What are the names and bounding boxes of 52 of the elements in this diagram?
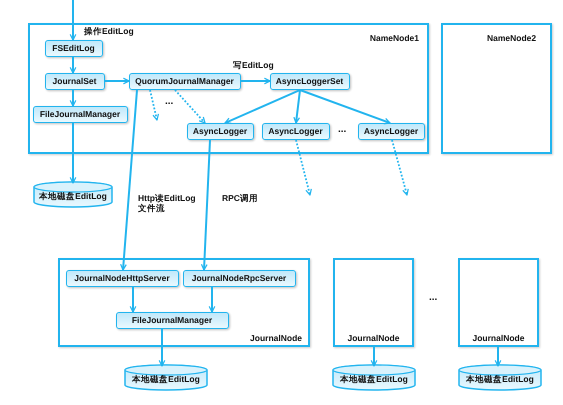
arrow (105, 78, 130, 84)
process-box: FileJournalManager (116, 312, 228, 328)
arrow (200, 140, 211, 271)
node-title: JournalNode (250, 333, 302, 343)
process-box: AsyncLogger (358, 122, 424, 140)
node-title: NameNode1 (370, 33, 419, 43)
disk-cylinder: 本地磁盘EditLog (458, 364, 542, 391)
container-box (441, 23, 552, 154)
ellipsis-label: ... (165, 96, 174, 107)
edge-label: Http读EditLog 文件流 (138, 193, 197, 213)
node-title: JournalNode (346, 333, 400, 343)
arrow (494, 347, 502, 367)
disk-cylinder: 本地磁盘EditLog (124, 364, 208, 391)
node-title: NameNode2 (487, 33, 536, 43)
container-box (58, 258, 310, 347)
dotted-arrow (295, 140, 312, 196)
process-box: AsyncLoggerSet (270, 72, 350, 90)
arrow (241, 78, 271, 84)
container-box (28, 23, 429, 154)
process-box: JournalSet (44, 72, 104, 90)
arrow (70, 90, 76, 107)
arrow (70, 0, 76, 41)
arrow (158, 329, 166, 367)
container-box (458, 258, 539, 347)
process-box: AsyncLogger (262, 122, 330, 140)
arrow (120, 90, 138, 271)
container-box (333, 258, 414, 347)
node-title: JournalNode (472, 333, 526, 343)
ellipsis-label: ... (338, 124, 346, 135)
edge-label: 操作EditLog (84, 26, 134, 38)
dotted-arrow (149, 90, 160, 121)
disk-cylinder: 本地磁盘EditLog (33, 181, 113, 208)
process-box: FileJournalManager (32, 106, 128, 122)
edge-label: RPC调用 (222, 193, 258, 205)
dotted-arrow (174, 89, 206, 124)
edge-label: 写EditLog (233, 60, 274, 72)
arrow (70, 57, 76, 74)
process-box: JournalNodeRpcServer (182, 270, 296, 286)
arrow (224, 89, 300, 124)
process-box: QuorumJournalManager (128, 72, 240, 90)
arrow (300, 89, 391, 124)
dotted-arrow (391, 140, 409, 196)
arrow (208, 287, 216, 313)
arrow (293, 90, 301, 124)
arrow (70, 123, 76, 184)
arrow (370, 347, 378, 367)
arrow (130, 287, 136, 313)
process-box: JournalNodeHttpServer (66, 270, 178, 286)
ellipsis-label: ... (429, 292, 438, 303)
process-box: AsyncLogger (186, 122, 254, 140)
process-box: FSEditLog (44, 40, 102, 56)
disk-cylinder: 本地磁盘EditLog (332, 364, 416, 391)
